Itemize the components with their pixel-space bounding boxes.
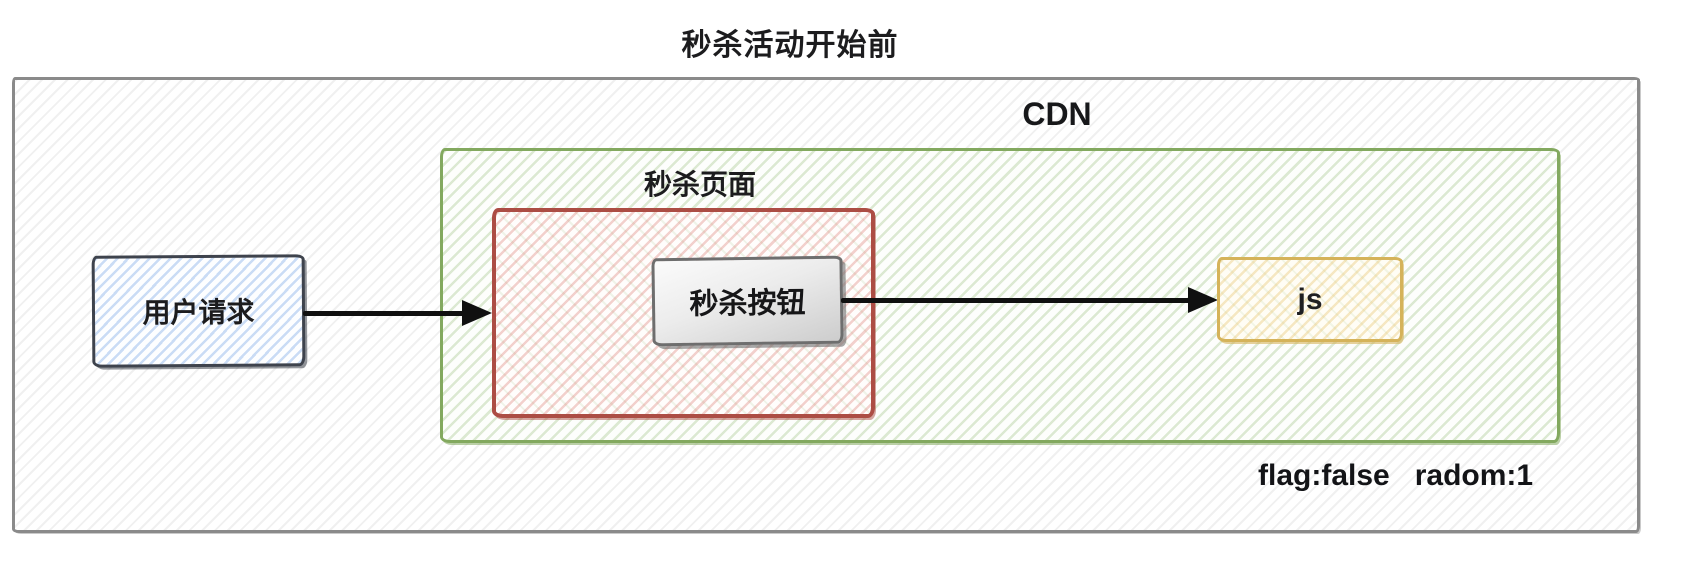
seckill-button-node: 秒杀按钮	[651, 255, 844, 347]
arrow-user-to-page	[303, 311, 468, 316]
seckill-button-label: 秒杀按钮	[689, 287, 806, 321]
state-text: flag:false radom:1	[1258, 459, 1534, 492]
seckill-page-label: 秒杀页面	[643, 169, 756, 200]
arrowhead-icon	[1188, 287, 1218, 313]
user-request-node: 用户请求	[91, 254, 306, 368]
js-label: js	[1297, 282, 1323, 316]
js-node: js	[1217, 257, 1403, 342]
arrow-button-to-js	[841, 298, 1193, 303]
page-title: 秒杀活动开始前	[681, 29, 899, 62]
user-request-label: 用户请求	[142, 296, 255, 329]
arrowhead-icon	[462, 300, 492, 326]
cdn-label: CDN	[1022, 96, 1092, 132]
